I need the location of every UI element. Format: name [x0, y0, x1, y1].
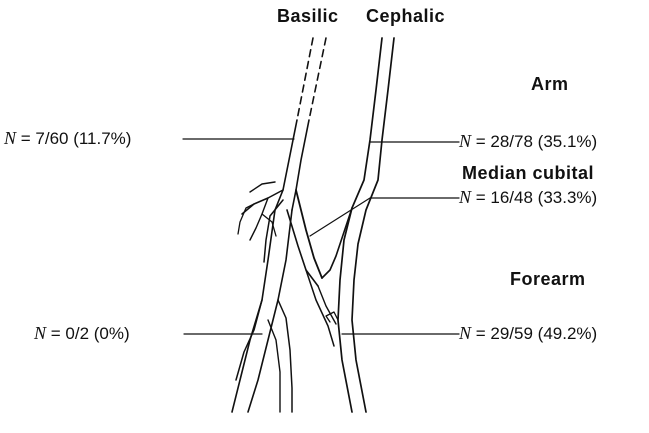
forearm-median-left: [236, 300, 262, 380]
stat-value: = 28/78 (35.1%): [471, 132, 597, 151]
cephalic-arm-stat: N = 28/78 (35.1%): [459, 131, 597, 152]
stat-value: = 0/2 (0%): [46, 324, 130, 343]
median-cubital-vein-upper: [296, 190, 322, 278]
basilic-label: Basilic: [277, 6, 339, 27]
n-symbol: N: [459, 323, 471, 343]
forearm-branch-left: [306, 270, 334, 346]
cephalic-vein-left-wall: [338, 38, 382, 412]
basilic-vein-dashed: [297, 38, 313, 120]
arm-label: Arm: [531, 74, 569, 95]
stat-value: = 7/60 (11.7%): [16, 129, 131, 148]
n-symbol: N: [4, 128, 16, 148]
basilic-forearm-stat: N = 0/2 (0%): [34, 323, 130, 344]
basilic-tributary-4: [238, 204, 254, 234]
basilic-arm-stat: N = 7/60 (11.7%): [4, 128, 131, 149]
n-symbol: N: [459, 187, 471, 207]
n-symbol: N: [34, 323, 46, 343]
basilic-tributary-1: [242, 190, 283, 214]
stat-value: = 29/59 (49.2%): [471, 324, 597, 343]
leader-median-cubital: [310, 198, 459, 236]
forearm-label: Forearm: [510, 269, 586, 290]
stat-value: = 16/48 (33.3%): [471, 188, 597, 207]
cephalic-forearm-stat: N = 29/59 (49.2%): [459, 323, 597, 344]
forearm-basilic-left: [232, 210, 275, 412]
basilic-tributary-2: [250, 182, 275, 192]
basilic-vein-dashed-2: [309, 38, 326, 120]
basilic-vein-left-wall: [275, 120, 297, 210]
n-symbol: N: [459, 131, 471, 151]
median-cubital-vein-lower: [287, 210, 318, 286]
median-cubital-stat: N = 16/48 (33.3%): [459, 187, 597, 208]
basilic-tributary-5: [264, 200, 283, 262]
median-cubital-label: Median cubital: [462, 163, 594, 184]
cephalic-label: Cephalic: [366, 6, 445, 27]
cephalic-vein-right-wall: [352, 38, 394, 412]
